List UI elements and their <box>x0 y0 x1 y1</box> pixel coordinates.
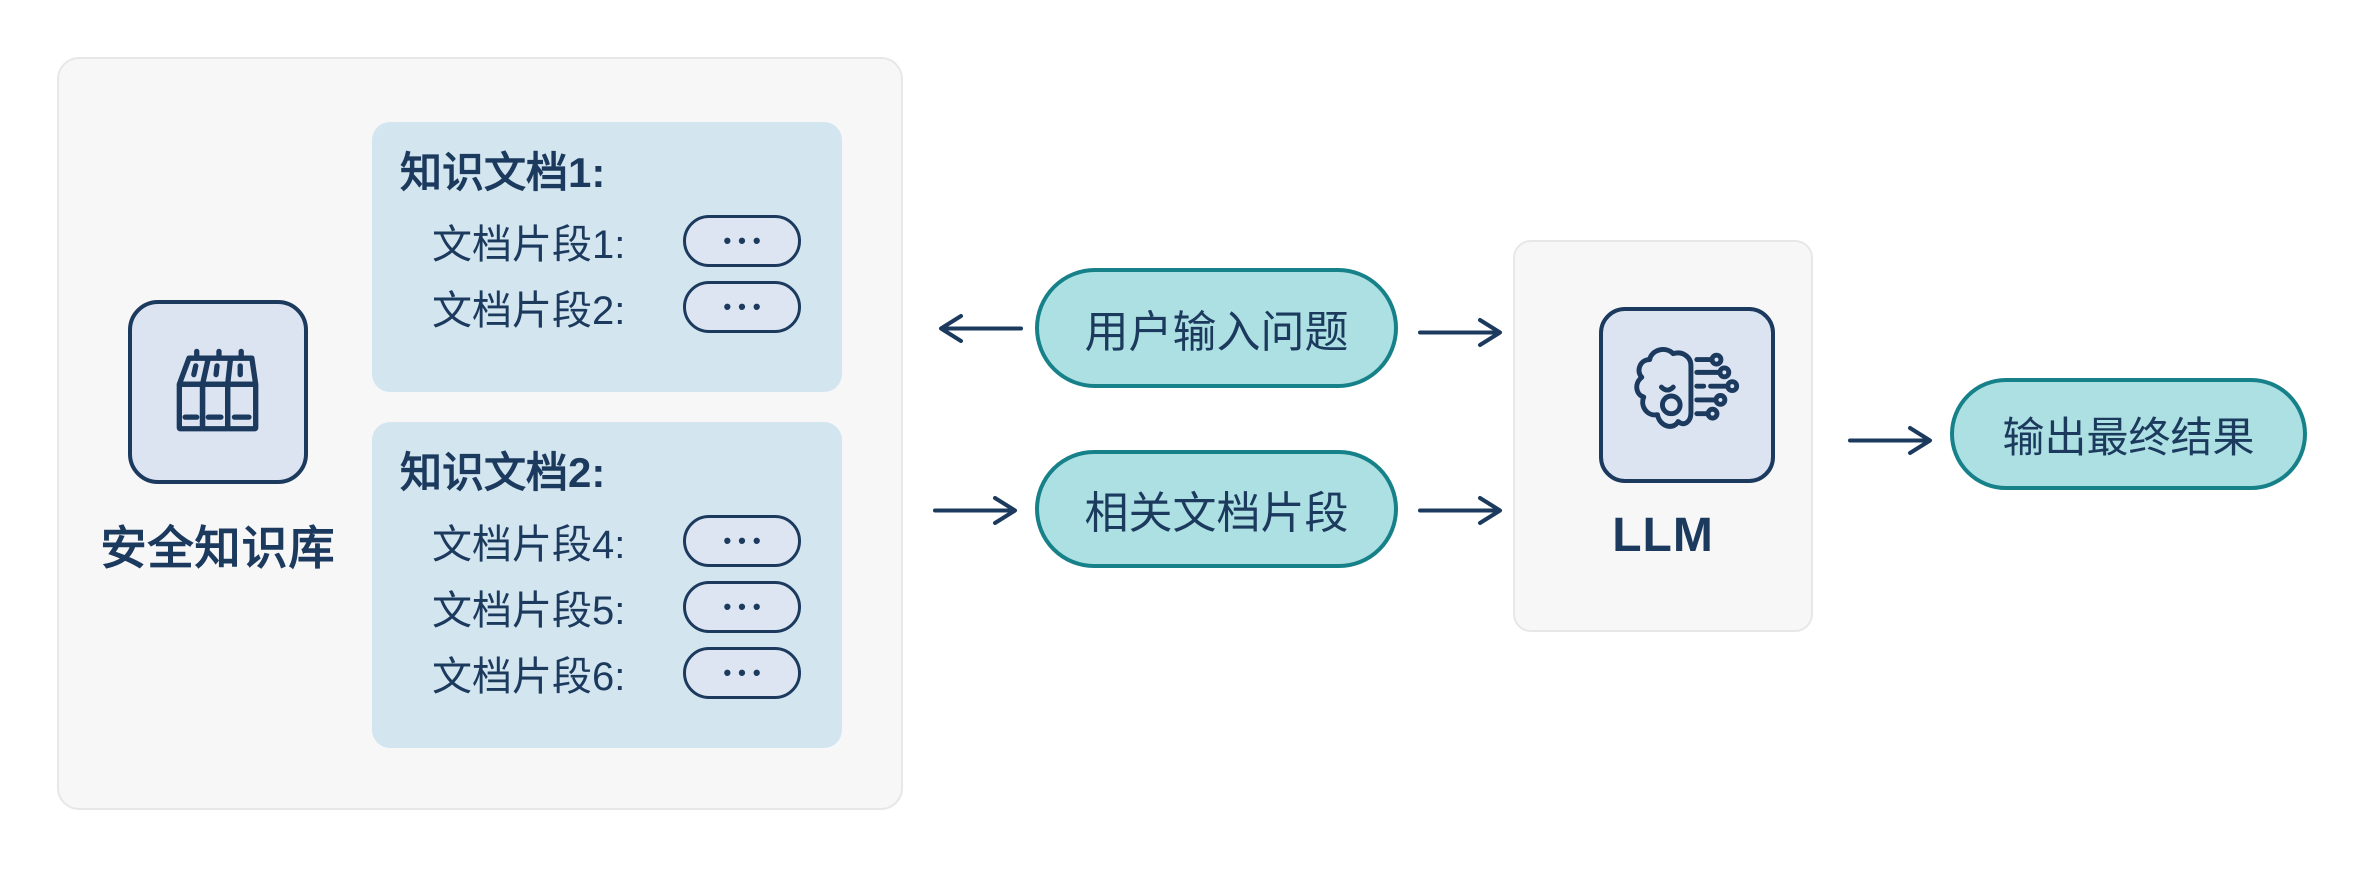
arrow-right-query-to-llm-icon <box>1418 316 1508 349</box>
fragment-ellipsis-chip: ••• <box>683 281 801 334</box>
user-query-pill: 用户输入问题 <box>1035 268 1398 388</box>
fragment-row: 文档片段1: ••• <box>400 208 842 274</box>
knowledge-base-icon-box <box>128 300 308 484</box>
fragment-label: 文档片段1: <box>432 223 626 268</box>
ai-brain-circuit-icon <box>1628 336 1746 454</box>
document-title: 知识文档2: <box>400 449 606 496</box>
llm-label: LLM <box>1612 509 1714 562</box>
document-title: 知识文档1: <box>400 149 606 196</box>
knowledge-base-label: 安全知识库 <box>100 522 336 574</box>
fragment-ellipsis-chip: ••• <box>683 215 801 268</box>
fragment-row: 文档片段4: ••• <box>400 508 842 574</box>
arrow-right-kb-to-fragments-icon <box>933 494 1023 527</box>
final-output-pill: 输出最终结果 <box>1950 378 2307 490</box>
arrow-left-query-to-kb-icon <box>933 312 1023 345</box>
llm-icon-box <box>1599 307 1775 483</box>
fragment-ellipsis-chip: ••• <box>683 515 801 568</box>
knowledge-document-2-box: 知识文档2: 文档片段4: ••• 文档片段5: ••• 文档片段6: ••• <box>372 422 842 748</box>
fragment-label: 文档片段4: <box>432 523 626 568</box>
fragment-ellipsis-chip: ••• <box>683 647 801 700</box>
fragment-label: 文档片段6: <box>432 655 626 700</box>
arrow-right-fragments-to-llm-icon <box>1418 494 1508 527</box>
fragment-label: 文档片段2: <box>432 289 626 334</box>
related-fragments-pill: 相关文档片段 <box>1035 450 1398 568</box>
knowledge-document-1-box: 知识文档1: 文档片段1: ••• 文档片段2: ••• <box>372 122 842 392</box>
fragment-label: 文档片段5: <box>432 589 626 634</box>
fragment-row: 文档片段6: ••• <box>400 640 842 706</box>
fragment-row: 文档片段5: ••• <box>400 574 842 640</box>
fragment-ellipsis-chip: ••• <box>683 581 801 634</box>
arrow-right-llm-to-output-icon <box>1848 424 1938 457</box>
fragment-row: 文档片段2: ••• <box>400 274 842 340</box>
library-books-icon <box>160 332 276 452</box>
